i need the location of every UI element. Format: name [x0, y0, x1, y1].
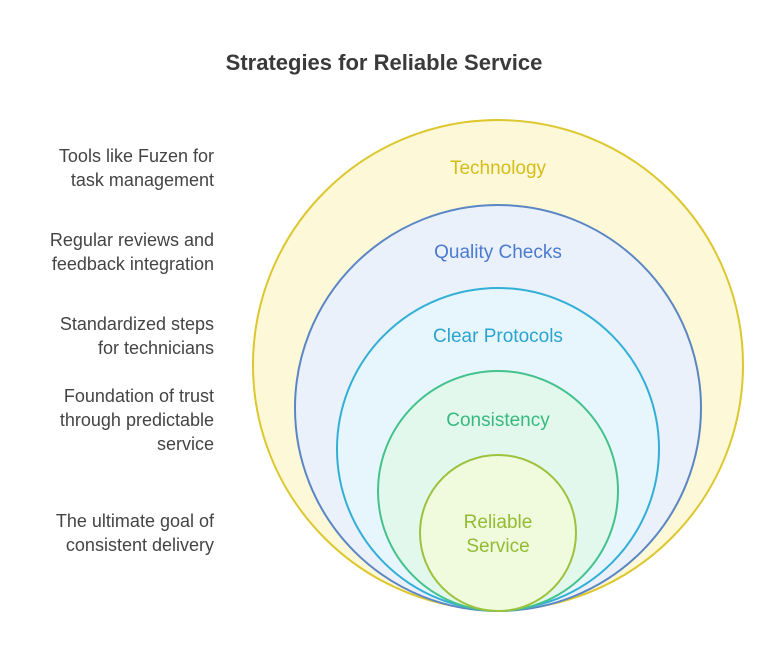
- description-technology: Tools like Fuzen for task management: [0, 144, 214, 192]
- page-title: Strategies for Reliable Service: [225, 50, 543, 75]
- label-line: Service: [466, 536, 529, 557]
- description-clear-protocols: Standardized steps for technicians: [0, 312, 214, 360]
- label-line: Technology: [450, 158, 547, 179]
- label-consistency: Consistency: [446, 410, 550, 431]
- description-quality-checks: Regular reviews and feedback integration: [0, 228, 214, 276]
- description-line: feedback integration: [51, 254, 214, 274]
- description-reliable-service: The ultimate goal of consistent delivery: [0, 509, 214, 557]
- label-clear-protocols: Clear Protocols: [433, 326, 563, 347]
- description-line: service: [156, 434, 214, 454]
- description-line: The ultimate goal of: [55, 511, 214, 531]
- description-line: Regular reviews and: [49, 230, 214, 250]
- description-line: task management: [70, 170, 214, 190]
- description-consistency: Foundation of trust through predictable se…: [0, 384, 214, 456]
- label-line: Quality Checks: [434, 242, 562, 263]
- label-quality-checks: Quality Checks: [434, 242, 562, 263]
- label-line: Clear Protocols: [433, 326, 563, 347]
- description-line: Standardized steps: [59, 314, 214, 334]
- circle-reliable-service: [419, 454, 577, 612]
- description-line: for technicians: [97, 338, 214, 358]
- description-line: consistent delivery: [65, 535, 214, 555]
- description-line: through predictable: [59, 410, 214, 430]
- description-line: Tools like Fuzen for: [58, 146, 214, 166]
- label-line: Reliable: [464, 512, 533, 533]
- label-technology: Technology: [450, 158, 547, 179]
- label-line: Consistency: [446, 410, 550, 431]
- description-line: Foundation of trust: [63, 386, 214, 406]
